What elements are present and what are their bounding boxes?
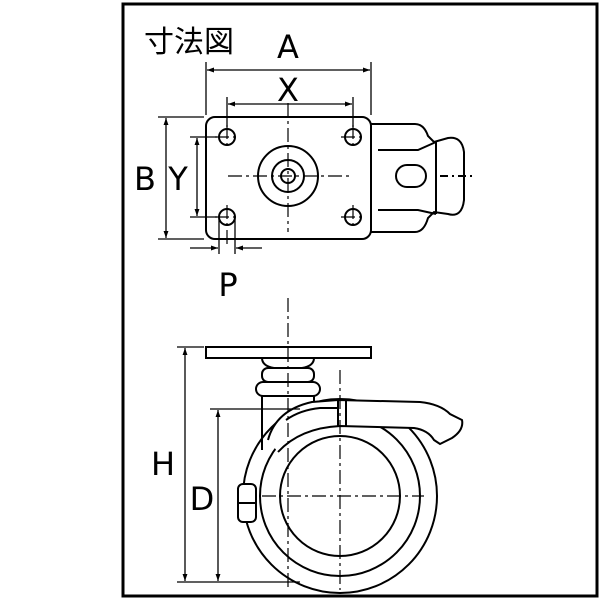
brake-lever-detail-bottom — [378, 209, 437, 215]
brake-cover-inner — [285, 407, 338, 421]
top-view-center-lines — [215, 103, 365, 245]
dim-label-p: P — [218, 266, 237, 304]
side-view-center-lines — [262, 298, 424, 590]
brake-lever-slot — [395, 164, 427, 188]
dim-label-x: X — [277, 71, 299, 109]
drawing-title: 寸法図 — [144, 25, 234, 60]
brake-lever-outline — [368, 123, 465, 233]
dim-label-b: B — [134, 160, 156, 198]
brake-cover — [267, 398, 464, 453]
dim-label-h: H — [151, 445, 175, 483]
side-view-dimensions — [177, 346, 300, 583]
top-view-dimensions — [158, 62, 372, 254]
top-view — [205, 103, 472, 245]
dim-label-d: D — [190, 480, 215, 518]
dim-label-y: Y — [167, 160, 188, 198]
brake-lever-detail-top — [378, 141, 437, 151]
outer-frame — [121, 2, 599, 598]
side-view — [205, 298, 464, 594]
dim-label-a: A — [277, 28, 299, 66]
